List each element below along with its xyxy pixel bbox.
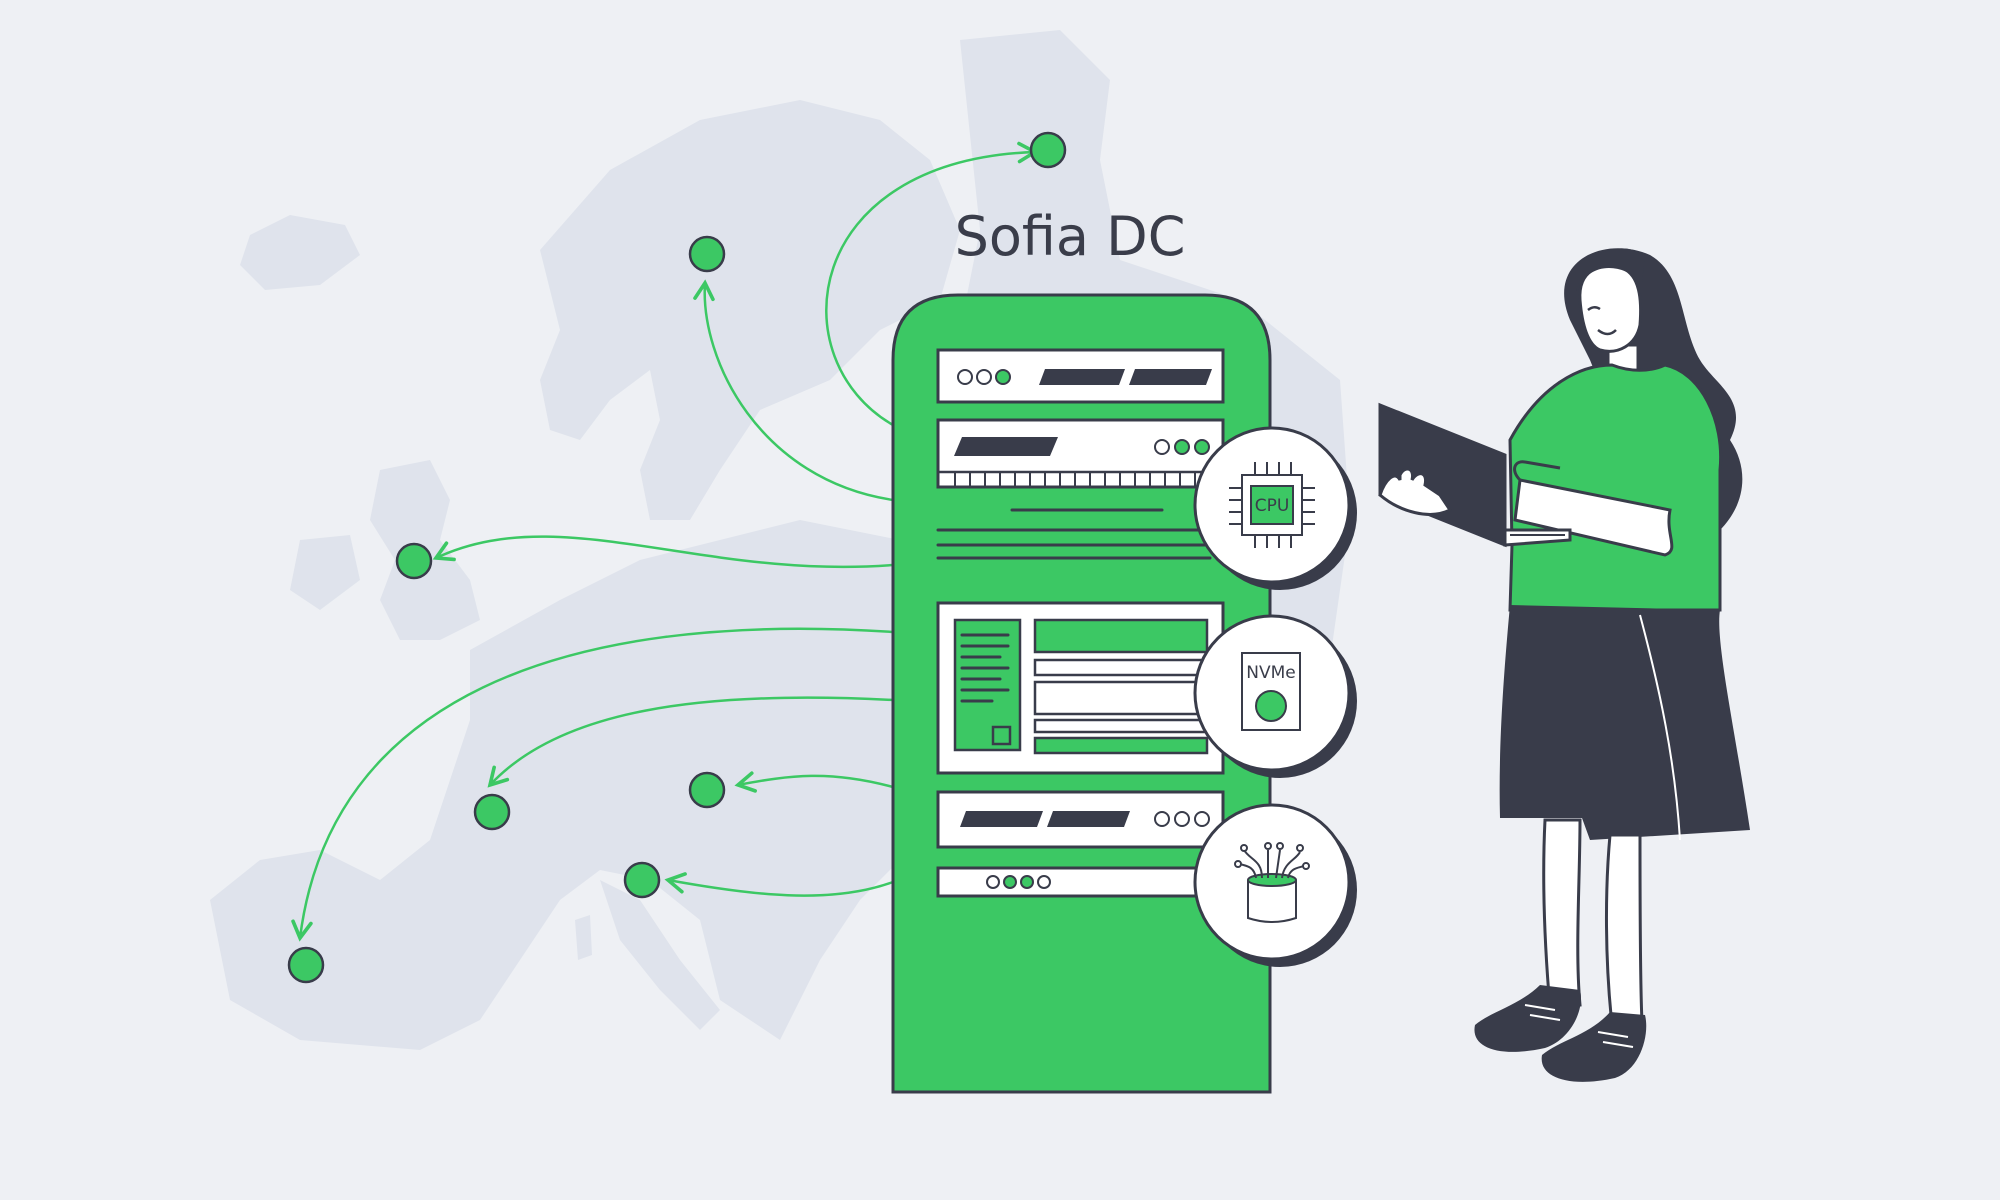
location-dot-central xyxy=(688,771,726,809)
shoe-left xyxy=(1474,985,1581,1052)
map-uk-ireland xyxy=(290,460,480,640)
nvme-label: NVMe xyxy=(1246,663,1295,683)
rack-vent-lines xyxy=(936,508,1212,560)
location-dots xyxy=(287,131,1067,984)
location-dot-north xyxy=(1029,131,1067,169)
arc-to-north xyxy=(825,141,1039,427)
server-unit-storage xyxy=(936,601,1225,775)
server-unit-4 xyxy=(936,790,1225,849)
server-unit-5 xyxy=(936,866,1225,898)
location-dot-scandinavia xyxy=(688,235,726,273)
arc-to-france xyxy=(487,696,894,788)
shoe-right xyxy=(1541,1012,1647,1082)
connection-arcs xyxy=(291,141,1039,942)
cpu-icon xyxy=(1229,462,1315,548)
network-fiber-icon xyxy=(1234,842,1310,923)
badge-network xyxy=(1193,803,1357,967)
page-title: Sofia DC xyxy=(955,205,1186,268)
nvme-drive-icon xyxy=(1241,652,1301,731)
arc-to-uk xyxy=(432,535,894,569)
arc-to-central xyxy=(734,771,894,793)
arc-to-scandinavia xyxy=(693,279,894,502)
location-dot-spain xyxy=(287,946,325,984)
woman-with-laptop xyxy=(1378,248,1750,1082)
server-unit-1 xyxy=(936,348,1225,404)
server-unit-2 xyxy=(936,418,1225,489)
server-rack xyxy=(891,293,1272,1094)
map-iceland xyxy=(240,215,360,290)
location-dot-uk xyxy=(395,542,433,580)
location-dot-france xyxy=(473,793,511,831)
map-scandinavia xyxy=(540,100,960,520)
laptop-icon xyxy=(1378,402,1572,548)
arc-to-spain xyxy=(291,627,894,942)
badge-nvme: NVMe xyxy=(1193,614,1357,778)
cpu-label: CPU xyxy=(1255,496,1290,516)
arm xyxy=(1513,478,1674,557)
skirt xyxy=(1499,605,1750,840)
badge-cpu: CPU xyxy=(1193,426,1357,590)
map-corsica xyxy=(575,915,592,960)
arc-to-italy xyxy=(664,872,894,897)
location-dot-italy xyxy=(623,861,661,899)
map-continental-europe xyxy=(210,520,980,1050)
map-italy xyxy=(600,880,720,1030)
hand xyxy=(1378,467,1453,516)
